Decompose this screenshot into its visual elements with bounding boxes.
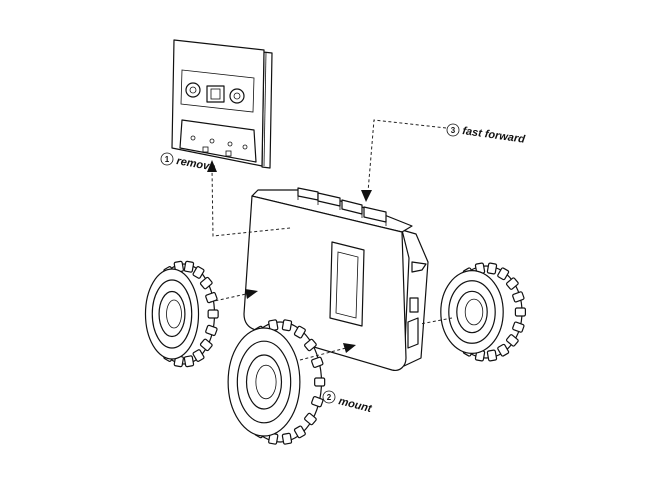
step-number: 3 (451, 126, 456, 135)
arrow-right-icon (245, 289, 258, 299)
step-fast-forward: 3 fast forward (446, 123, 526, 146)
step-number: 2 (327, 393, 332, 402)
step-label: fast forward (462, 125, 526, 146)
cassette-player (243, 187, 429, 371)
step-label: mount (337, 395, 374, 415)
wheels (144, 260, 527, 445)
arrow-right-icon (343, 343, 356, 353)
wheel-right (440, 262, 527, 362)
arrow-down-icon (361, 190, 372, 202)
step-label: remove (175, 155, 216, 174)
wheel-rear-left (144, 260, 219, 368)
arrow-up-icon (207, 160, 217, 172)
guide-lines (207, 119, 453, 361)
step-mount: 2 mount (322, 390, 374, 415)
step-remove: 1 remove (160, 152, 216, 174)
cassette-tape (171, 39, 273, 169)
wheel-front-left (227, 319, 326, 445)
step-number: 1 (165, 155, 170, 164)
